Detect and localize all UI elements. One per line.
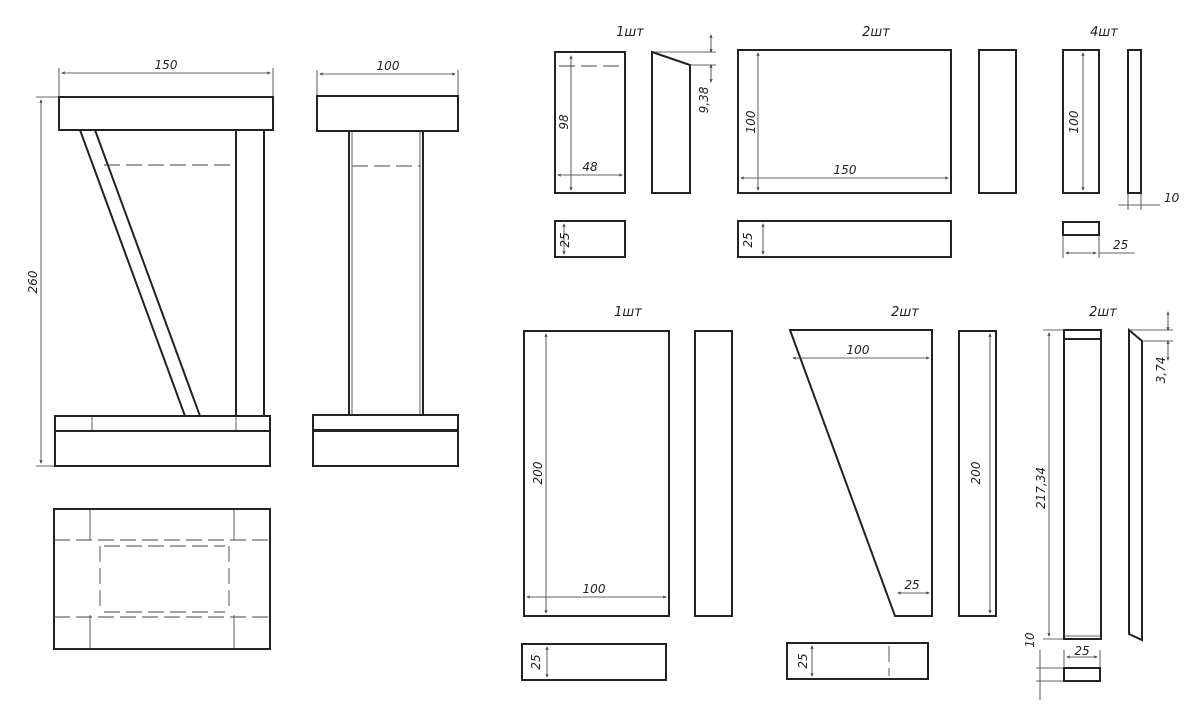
g5-bottom-label: 25	[904, 578, 919, 592]
assembly-depth-label: 100	[377, 59, 400, 73]
qty-label-6: 2шт	[1089, 305, 1117, 320]
qty-label-2: 2шт	[862, 25, 890, 40]
g1-cut-label: 9,38	[697, 86, 711, 113]
assembly-height-label: 260	[26, 270, 40, 293]
g5-top-label: 100	[847, 343, 870, 357]
qty-label-5: 2шт	[891, 305, 919, 320]
top-view	[53, 508, 271, 650]
g1-height-label: 98	[557, 114, 571, 130]
g4-width-label: 100	[583, 582, 606, 596]
part-group-1: 1шт 98 48 9,38 25	[554, 25, 716, 258]
g2-thick-label: 25	[741, 232, 755, 247]
assembly-width-label: 150	[155, 58, 178, 72]
g4-thick-label: 25	[529, 654, 543, 669]
g3-height-label: 100	[1067, 110, 1081, 133]
part-group-6: 2шт 217,34 3,74 25 10	[1023, 305, 1173, 700]
g3-thick-label: 25	[1113, 238, 1128, 252]
g6-thick-side-label: 10	[1023, 632, 1037, 648]
g6-height-label: 217,34	[1034, 467, 1048, 509]
front-view: 150 260	[26, 58, 274, 467]
g2-width-label: 150	[834, 163, 857, 177]
qty-label-1: 1шт	[616, 25, 644, 40]
part-group-5: 2шт 100 25 200 25	[786, 305, 997, 680]
qty-label-3: 4шт	[1090, 25, 1118, 40]
part-group-2: 2шт 100 150 25	[737, 25, 1017, 258]
part-group-3: 4шт 100 10 25	[1062, 25, 1180, 258]
g1-thick-label: 25	[558, 232, 572, 247]
g3-thick-side-label: 10	[1164, 191, 1180, 205]
g6-thick-label: 25	[1074, 644, 1089, 658]
g5-thick-label: 25	[796, 653, 810, 668]
side-view: 100	[312, 59, 459, 467]
g5-height-label: 200	[969, 461, 983, 484]
qty-label-4: 1шт	[614, 305, 642, 320]
g2-height-label: 100	[744, 110, 758, 133]
g6-cut-label: 3,74	[1154, 357, 1168, 384]
part-group-4: 1шт 200 100 25	[521, 305, 733, 681]
g4-height-label: 200	[531, 461, 545, 484]
g1-width-label: 48	[582, 160, 598, 174]
